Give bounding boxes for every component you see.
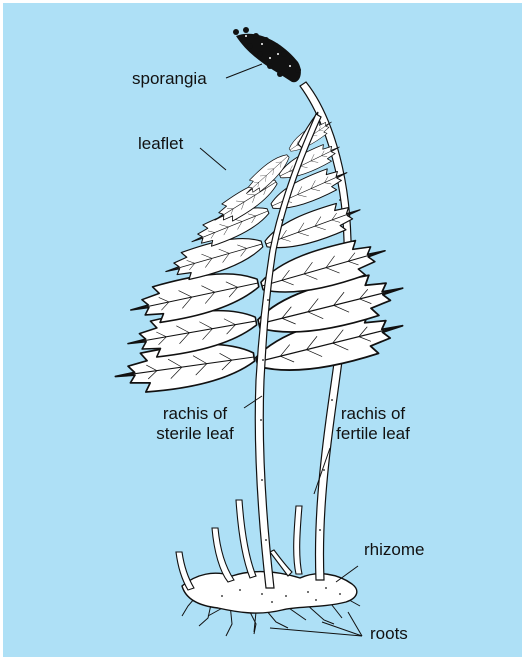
label-sporangia: sporangia xyxy=(132,69,207,89)
label-roots: roots xyxy=(370,624,408,644)
label-rachis-fertile-line2: fertile leaf xyxy=(318,424,428,444)
label-rachis-fertile-line1: rachis of xyxy=(318,404,428,424)
label-leaflet: leaflet xyxy=(138,134,183,154)
label-rachis-sterile-line1: rachis of xyxy=(140,404,250,424)
label-rachis-sterile-line2: sterile leaf xyxy=(140,424,250,444)
label-rachis-fertile: rachis of fertile leaf xyxy=(318,404,428,444)
leader-sporangia xyxy=(226,64,262,78)
label-rhizome: rhizome xyxy=(364,540,424,560)
label-rachis-sterile: rachis of sterile leaf xyxy=(140,404,250,444)
sporangia-cluster xyxy=(233,27,301,82)
leader-roots-3 xyxy=(348,612,362,636)
leader-rhizome xyxy=(336,566,358,582)
sterile-leaf-drawing xyxy=(112,112,407,588)
leader-roots-1 xyxy=(270,628,362,636)
leader-leaflet xyxy=(200,148,226,170)
